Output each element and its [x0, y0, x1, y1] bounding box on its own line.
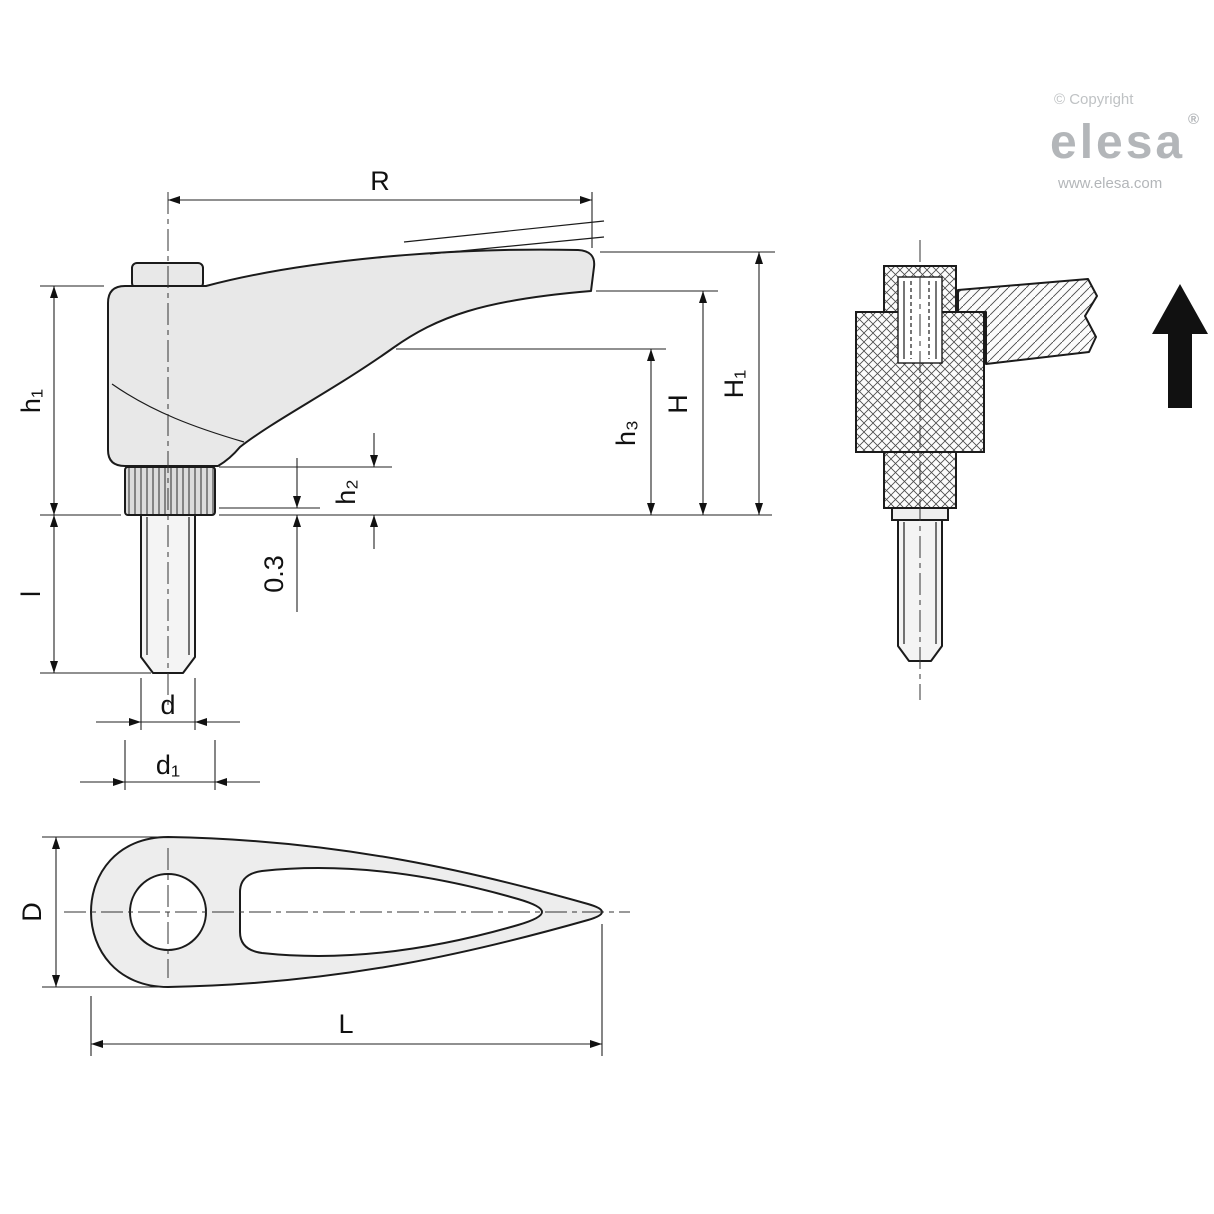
up-arrow-shaft	[1168, 334, 1192, 408]
dim-label-d: d	[160, 690, 175, 720]
registered-trademark-icon: ®	[1188, 111, 1199, 128]
dim-label-H1: H₁	[719, 370, 749, 399]
dim-h1: h₁	[16, 285, 121, 516]
dim-l: l	[16, 515, 151, 674]
website-url: www.elesa.com	[1057, 175, 1162, 192]
lever-top-view	[64, 836, 630, 988]
dim-label-h3: h₃	[611, 420, 641, 446]
dim-label-h2: h₂	[331, 479, 361, 505]
lever-section-view	[855, 240, 1098, 700]
dim-label-H: H	[663, 394, 693, 414]
dim-label-L: L	[338, 1009, 353, 1039]
dim-label-gap: 0.3	[259, 555, 289, 593]
dim-H1: H₁	[600, 251, 775, 515]
elesa-logo: elesa	[1050, 116, 1185, 169]
up-arrow-head	[1152, 284, 1208, 334]
lever-side-view	[107, 192, 605, 705]
raised-position-line-1	[403, 220, 605, 243]
lever-body	[107, 248, 596, 467]
dim-label-D: D	[17, 902, 47, 922]
dim-H: H	[596, 290, 718, 515]
branding-block: © Copyright elesa ® www.elesa.com	[1050, 91, 1199, 192]
raised-position-line-2	[429, 236, 605, 255]
dim-D: D	[17, 836, 160, 988]
dim-R: R	[168, 166, 593, 248]
dim-gap-03: 0.3	[219, 458, 320, 612]
section-arm	[957, 278, 1098, 365]
dim-d: d	[96, 678, 240, 730]
dim-label-R: R	[370, 166, 390, 196]
dim-L: L	[90, 924, 603, 1056]
dim-h2: h₂	[219, 433, 392, 549]
copyright-text: © Copyright	[1054, 91, 1134, 108]
dim-d1: d₁	[80, 740, 260, 790]
up-arrow-icon	[1152, 284, 1208, 408]
dim-label-d1: d₁	[156, 750, 180, 780]
hub-fillet-line	[111, 383, 245, 443]
knurled-ring	[124, 466, 216, 516]
dim-h3: h₃	[396, 348, 666, 515]
dim-label-h1: h₁	[16, 389, 46, 413]
dim-label-l: l	[16, 591, 46, 597]
